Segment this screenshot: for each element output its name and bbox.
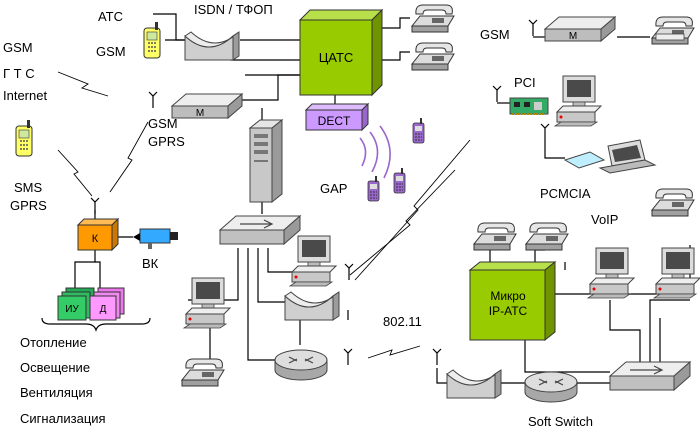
label-atc: АТС <box>98 9 123 24</box>
modem-center-label: М <box>196 108 204 119</box>
antenna-icon <box>148 91 158 109</box>
label-gprs-left: GPRS <box>10 198 47 213</box>
label-gts: Г Т С <box>3 66 35 81</box>
label-softswitch: Soft Switch <box>528 414 593 429</box>
computer-icon <box>289 235 337 287</box>
desk-phone-icon <box>181 358 225 387</box>
sensor-label: Д <box>100 304 107 315</box>
micro-ip-pbx-box: Микро IP-АТС <box>468 260 557 342</box>
antenna-icon <box>344 263 354 281</box>
computer-icon <box>587 247 635 299</box>
router-icon <box>274 349 328 381</box>
dect-box: DECT <box>304 102 370 132</box>
dect-handset-icon <box>412 117 425 144</box>
system-alarm: Сигнализация <box>20 411 106 426</box>
central-pbx-label: ЦАТС <box>319 50 354 65</box>
antenna-icon <box>90 197 100 215</box>
label-gsm-right: GSM <box>480 27 510 42</box>
sensor-box: Д <box>89 287 125 321</box>
controller-label: К <box>92 233 99 245</box>
pci-card-icon <box>509 97 549 115</box>
label-sms: SMS <box>14 180 43 195</box>
computer-icon <box>554 75 602 127</box>
label-isdn: ISDN / ТФОП <box>194 2 273 17</box>
desk-phone-icon <box>411 42 455 71</box>
label-gsm-top-left: GSM <box>3 40 33 55</box>
label-voip: VoIP <box>591 212 618 227</box>
antenna-icon <box>528 19 538 37</box>
label-wifi: 802.11 <box>383 314 422 329</box>
router-icon <box>524 371 578 403</box>
desk-phone-icon <box>651 188 695 217</box>
desk-phone-icon <box>525 222 569 251</box>
connection-lines <box>41 13 691 384</box>
laptop-icon <box>598 139 657 174</box>
dect-handset-icon <box>393 167 406 194</box>
antenna-icon <box>540 123 550 141</box>
label-gsm-gprs-1: GSM <box>148 116 178 131</box>
dect-label: DECT <box>318 114 351 128</box>
gsm-phone-icon <box>143 21 161 59</box>
modem-center: М <box>171 93 243 119</box>
label-pcmcia: PCMCIA <box>540 186 591 201</box>
modem-right: М <box>544 16 616 42</box>
antenna-icon <box>343 348 353 366</box>
antenna-icon <box>432 348 442 366</box>
controller-box: К <box>76 217 120 252</box>
camera-icon <box>133 228 178 249</box>
dect-handset-icon <box>367 175 380 202</box>
computer-icon <box>653 247 700 299</box>
actuator-label: ИУ <box>65 304 79 315</box>
label-bk: ВК <box>142 256 159 271</box>
antenna-icon <box>492 85 502 103</box>
switch-icon <box>219 215 301 245</box>
system-lighting: Освещение <box>20 360 90 375</box>
fax-icon <box>651 16 695 45</box>
switch-icon <box>609 361 691 391</box>
label-gsm-gprs-2: GPRS <box>148 134 185 149</box>
pcmcia-card-icon <box>563 151 606 169</box>
modem-right-label: М <box>569 31 577 42</box>
label-gsm-phone: GSM <box>96 44 126 59</box>
gateway-icon <box>446 369 502 399</box>
label-gap: GAP <box>320 181 347 196</box>
desk-phone-icon <box>473 222 517 251</box>
system-heating: Отопление <box>20 335 87 350</box>
micro-pbx-label-2: IP-АТС <box>489 304 528 318</box>
label-pci: PCI <box>514 75 536 90</box>
desk-phone-icon <box>411 4 455 33</box>
central-pbx-box: ЦАТС <box>298 8 384 97</box>
server-icon <box>248 118 284 204</box>
computer-icon <box>183 277 231 329</box>
dect-radio-waves <box>359 125 391 179</box>
wireless-links <box>57 71 471 359</box>
label-internet: Internet <box>3 88 47 103</box>
system-ventilation: Вентиляция <box>20 385 93 400</box>
micro-pbx-label-1: Микро <box>490 289 526 303</box>
actuator-box: ИУ <box>57 287 95 321</box>
gateway-icon <box>284 291 340 321</box>
gsm-phone-icon <box>15 119 33 157</box>
gateway-icon <box>184 31 240 61</box>
